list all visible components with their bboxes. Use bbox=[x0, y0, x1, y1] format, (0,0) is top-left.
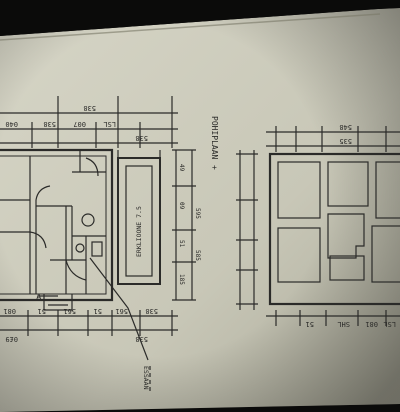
entrance-label: ESSAAN bbox=[142, 366, 150, 390]
dim-bottom-7: 0£9 bbox=[5, 335, 18, 343]
dim-vert-4: 185 bbox=[178, 274, 185, 285]
dim-bottom-5: 561 bbox=[115, 307, 128, 315]
left-plan bbox=[0, 96, 196, 392]
dim-bottom-6: 538 bbox=[145, 307, 158, 315]
dim-vert-6: 585 bbox=[194, 250, 201, 261]
dim-top-2: 538 bbox=[43, 120, 56, 128]
plan-title: POHIPLAAN bbox=[210, 116, 219, 160]
dim-bottom-3: 561 bbox=[63, 307, 76, 315]
dim-top-5: 538 bbox=[135, 134, 148, 142]
dim-vert-1: 49 bbox=[178, 164, 185, 172]
dim-top-1: 040 bbox=[5, 120, 18, 128]
dim-bottom-2: 51 bbox=[38, 307, 46, 315]
dim-bottom-1: 081 bbox=[3, 307, 16, 315]
plus-mark: + bbox=[212, 163, 217, 172]
stair-label: A bbox=[36, 293, 42, 303]
dim-bottom-4: 51 bbox=[94, 307, 102, 315]
right-plan-labels: 548 535 SHL 51 081 LSL bbox=[306, 123, 396, 328]
right-dim-bottom-2: 51 bbox=[306, 320, 314, 328]
dim-vert-3: 51 bbox=[178, 240, 185, 248]
dim-vert-5: 595 bbox=[194, 208, 201, 219]
right-dim-bottom-1: SHL bbox=[337, 320, 350, 328]
dim-top-3: 007 bbox=[73, 120, 86, 128]
left-plan-labels: 538 040 538 007 LSL 538 ERKLIOONE 7.5 PO… bbox=[3, 104, 219, 390]
dim-top-overall: 538 bbox=[83, 104, 96, 112]
dim-bottom-8: 538 bbox=[135, 335, 148, 343]
corridor-label: ERKLIOONE 7.5 bbox=[135, 206, 143, 257]
dim-top-4: LSL bbox=[103, 120, 116, 128]
right-dim-bottom-3: 081 bbox=[365, 320, 378, 328]
right-plan bbox=[236, 126, 400, 326]
right-dim-bottom-4: LSL bbox=[383, 320, 396, 328]
dim-vert-2: 09 bbox=[178, 202, 185, 210]
right-dim-overall: 548 bbox=[339, 123, 352, 131]
dark-background bbox=[0, 0, 400, 36]
right-dim-1: 535 bbox=[339, 137, 352, 145]
